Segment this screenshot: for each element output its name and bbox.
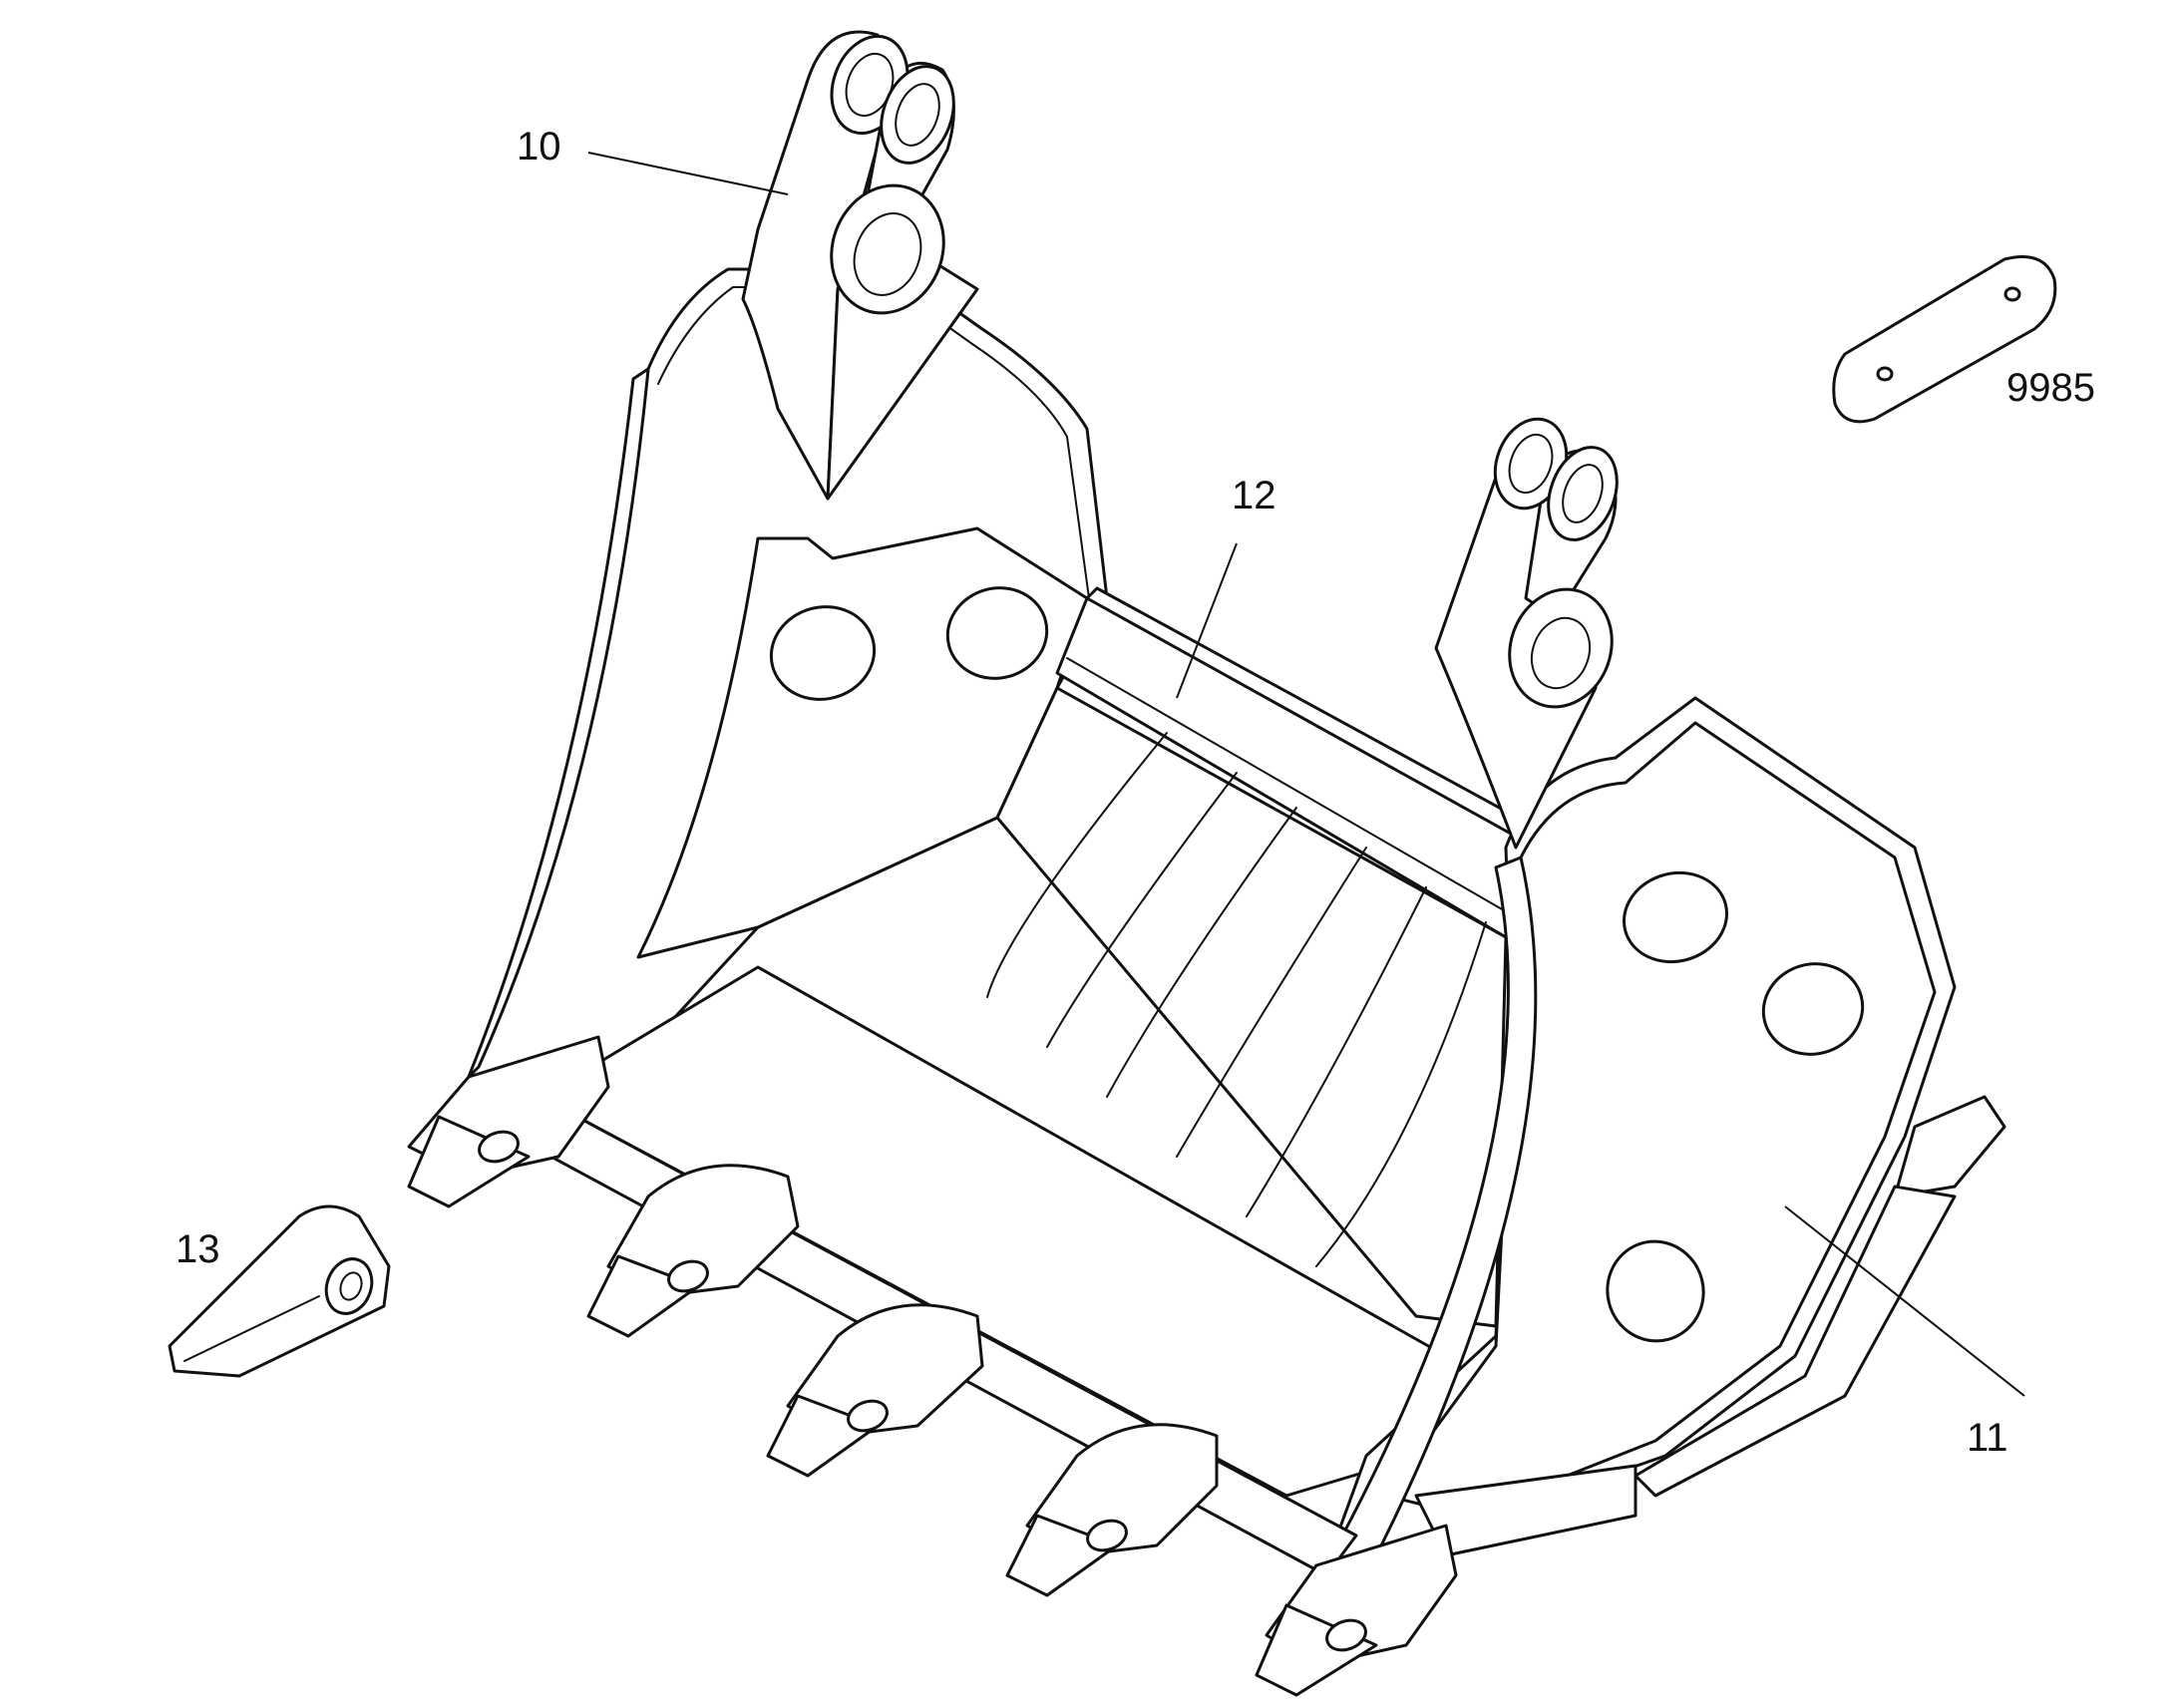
right-side-plate [1324, 696, 1957, 1577]
callout-11: 11 [1967, 1416, 2008, 1460]
leader-lines [587, 152, 2025, 1397]
tooth-3 [766, 1303, 984, 1478]
right-lift-ear [1434, 417, 1619, 850]
nameplate-part [1832, 255, 2057, 424]
tooth-1 [407, 1035, 610, 1208]
tooth-5 [1255, 1524, 1458, 1697]
callout-12: 12 [1232, 474, 1276, 517]
callout-10: 10 [517, 125, 561, 169]
tooth-2 [586, 1164, 800, 1338]
loose-tooth-part [168, 1204, 391, 1378]
callout-9985: 9985 [2006, 366, 2095, 410]
right-wear-strip [1414, 1095, 2006, 1557]
tooth-4 [1005, 1423, 1219, 1597]
left-side-plate [467, 267, 1109, 1079]
left-lift-ear [741, 30, 979, 501]
callout-13: 13 [176, 1227, 220, 1271]
cutting-edge-with-teeth [407, 1035, 1458, 1697]
